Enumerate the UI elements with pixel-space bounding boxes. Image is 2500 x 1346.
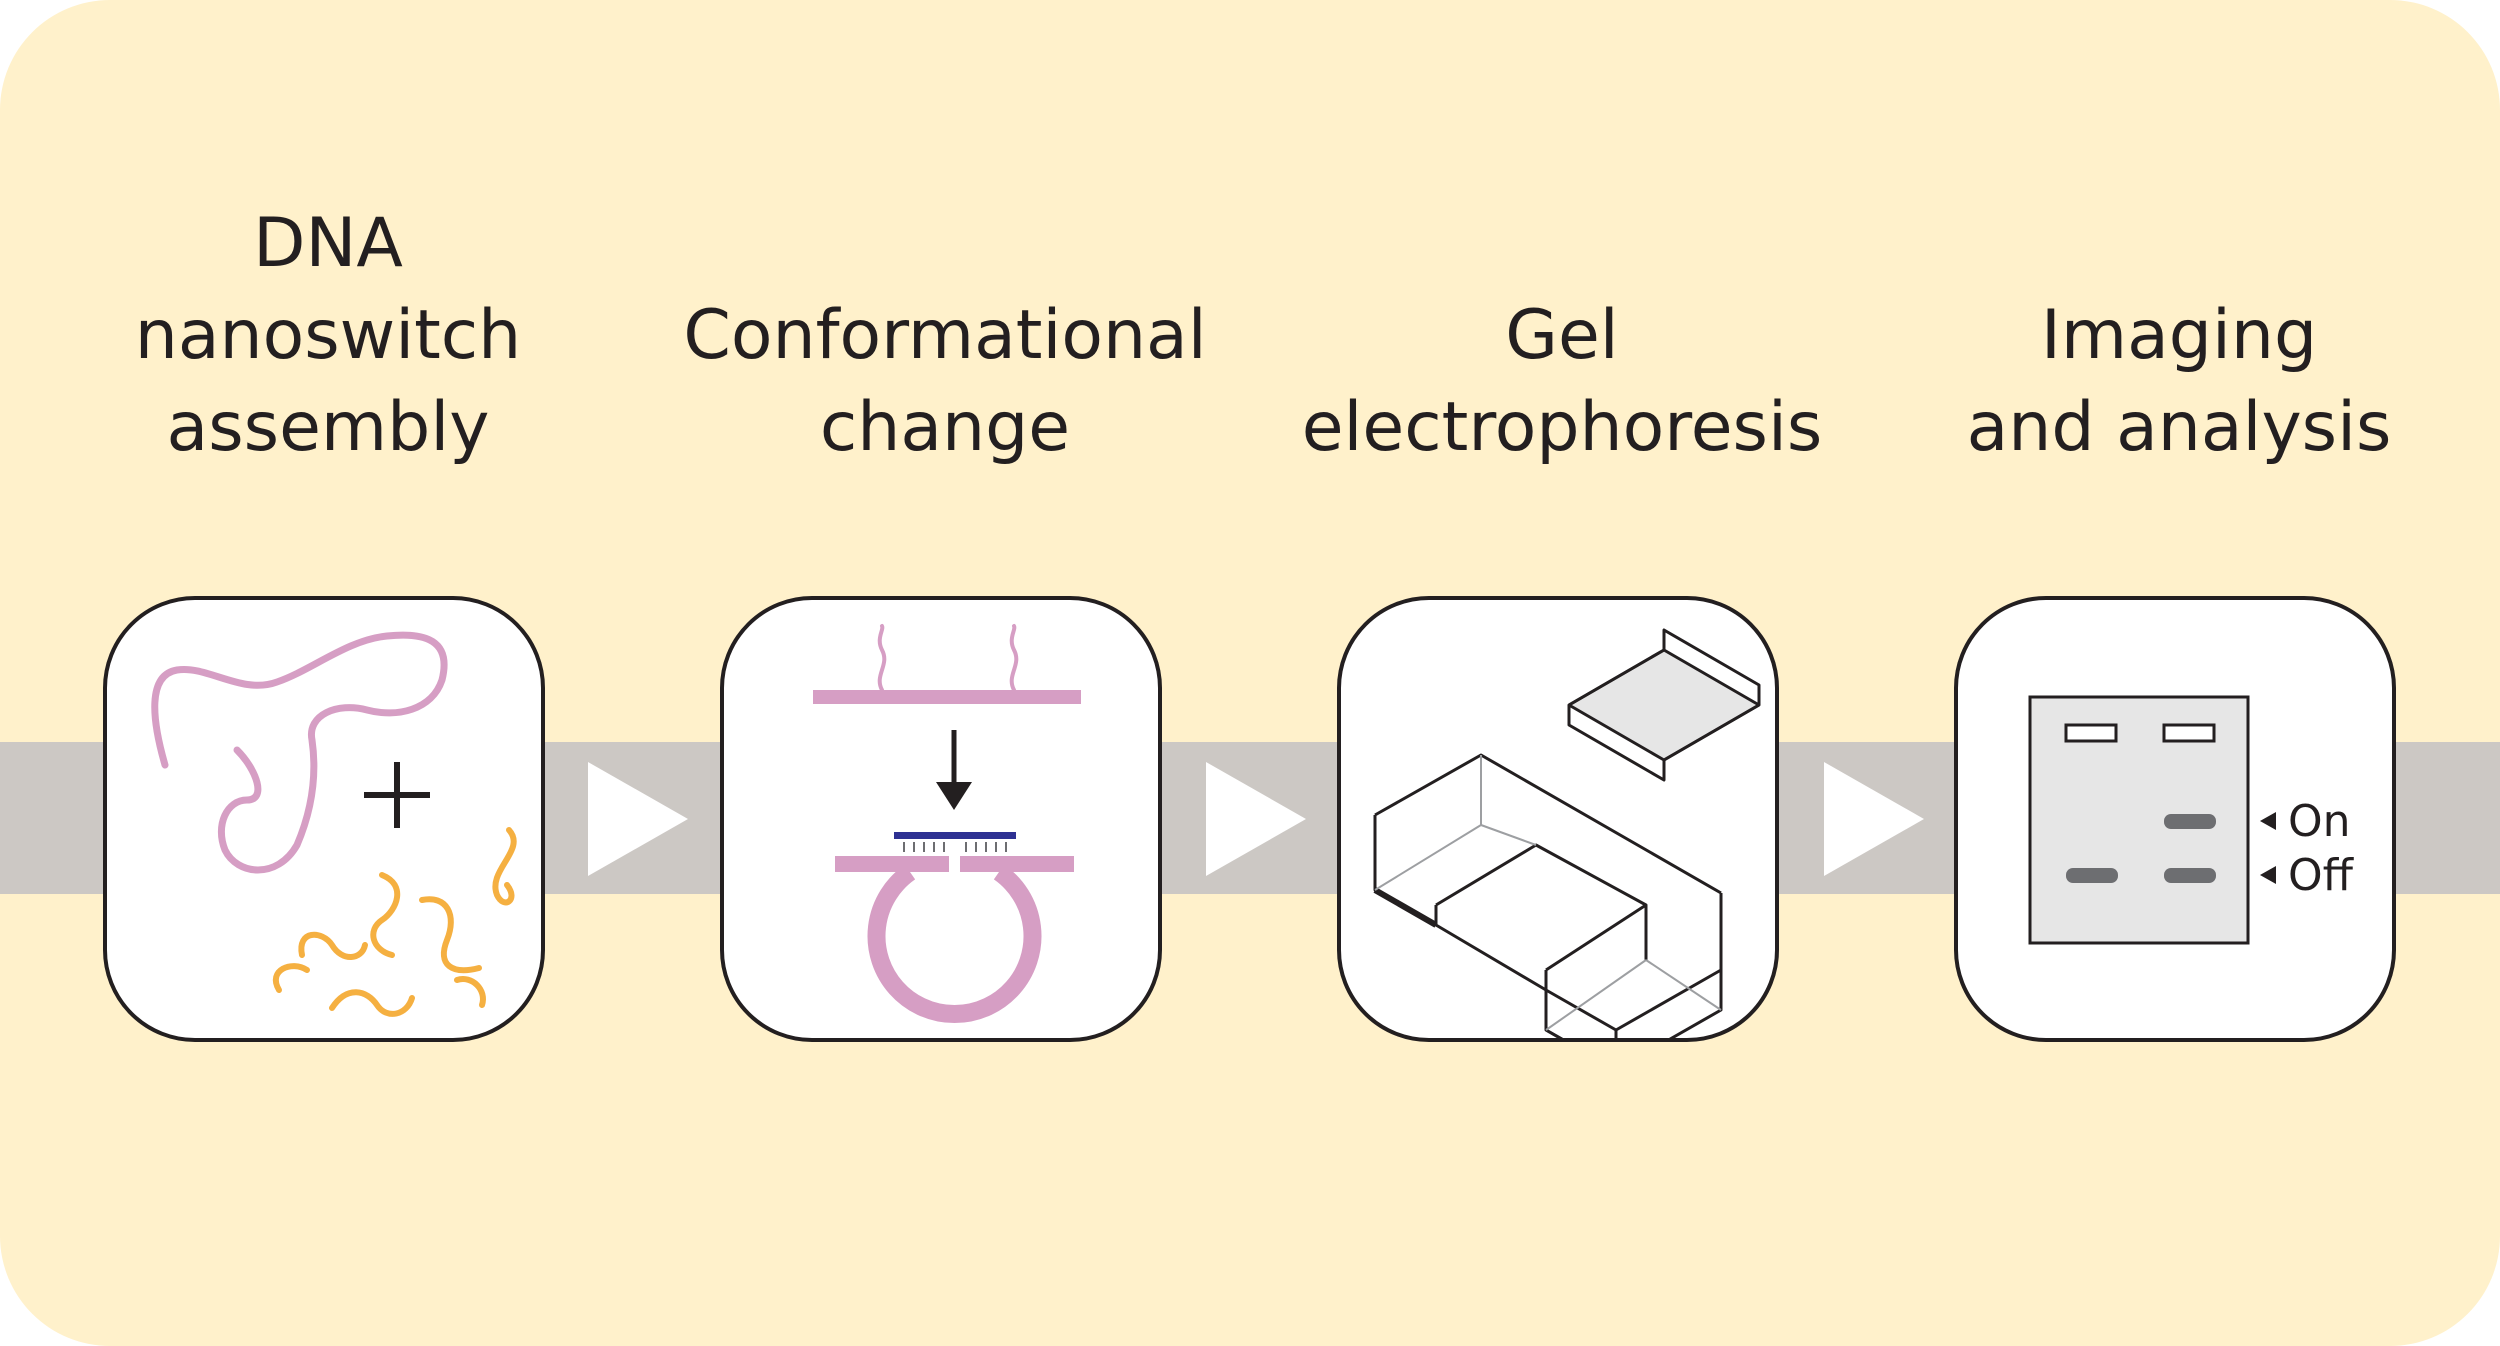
gel-well [2162,723,2216,743]
gel-band-off [2164,868,2216,883]
dna-strands-icon [151,631,517,1017]
arrow-right-icon [588,762,688,876]
title-line: electrophoresis [1301,388,1823,467]
title-line: Gel [1505,296,1619,375]
title-line: Conformational [683,296,1207,375]
step-card-imaging: On Off [1954,596,2396,1042]
gel-band-on [2164,814,2216,829]
gel-image-icon: On Off [2028,695,2355,945]
gel-well [2064,723,2118,743]
pointer-on-icon [2260,812,2276,830]
arrow-down-icon [936,730,972,810]
title-line: DNA [253,204,403,283]
step-title-gel: Gel electrophoresis [1282,290,1842,474]
step-card-conformational [720,596,1162,1042]
gel-box-icon [1373,628,1761,1038]
title-line: assembly [166,388,490,467]
legend-on-label: On [2288,796,2351,847]
plus-icon [364,762,430,828]
pointer-off-icon [2260,866,2276,884]
arrow-right-icon [1206,762,1306,876]
step-card-gel [1337,596,1779,1042]
title-line: Imaging [2040,296,2318,375]
title-line: nanoswitch [134,296,522,375]
arrow-right-icon [1824,762,1924,876]
step-card-assembly [103,596,545,1042]
gel-band-off [2066,868,2118,883]
title-line: change [819,388,1071,467]
step-title-imaging: Imaging and analysis [1899,290,2459,474]
loop-formation-icon [813,624,1081,1024]
step-title-conformational: Conformational change [665,290,1225,474]
legend-off-label: Off [2288,850,2355,901]
title-line: and analysis [1966,388,2392,467]
step-title-assembly: DNA nanoswitch assembly [48,198,608,474]
